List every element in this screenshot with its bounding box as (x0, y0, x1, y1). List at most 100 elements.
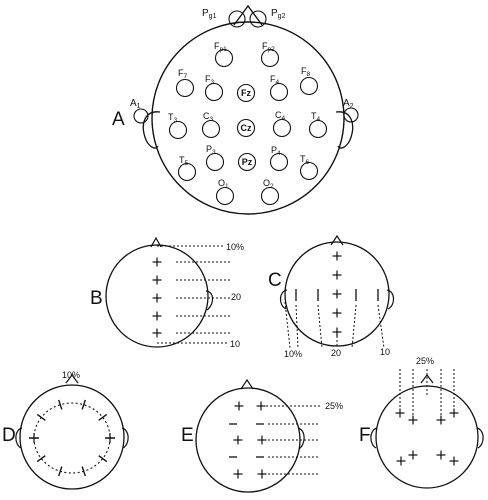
label-b-mid: 20 (231, 292, 241, 302)
nose-b (150, 236, 162, 248)
e-plus-3 (233, 435, 243, 445)
b-plus-1 (152, 257, 162, 267)
panel-label-a: A (112, 109, 125, 130)
e-markers (229, 401, 322, 479)
f-plus-2 (408, 415, 418, 425)
head-outline (151, 21, 345, 215)
electrode-p3 (205, 152, 225, 172)
head-outline-b (105, 244, 209, 348)
electrode-fp1 (214, 48, 234, 68)
electrode-t5 (177, 162, 197, 182)
label-cz: Cz (241, 123, 252, 133)
label-f4: F4 (270, 74, 280, 86)
label-f7: F7 (178, 68, 188, 80)
label-b-bottom: 10 (230, 339, 240, 349)
b-plus-3 (152, 293, 162, 303)
c-line-4 (351, 304, 357, 349)
label-pg2: Pg2 (271, 8, 286, 20)
f-plus-8 (449, 456, 459, 466)
panel-label-d: D (2, 425, 16, 446)
label-c-right: 10 (380, 347, 390, 357)
panel-f: F 25% (359, 356, 484, 489)
d-tick-9 (36, 413, 46, 421)
label-t5: T5 (179, 155, 189, 167)
c-plus-2 (332, 270, 342, 280)
nose-c (330, 234, 344, 246)
head-outline-d (19, 384, 125, 490)
electrode-pg2 (249, 10, 267, 28)
f-markers (395, 369, 459, 466)
electrode-t3 (168, 120, 188, 140)
d-tick-4 (98, 455, 108, 463)
label-b-top: 10% (226, 242, 244, 252)
label-fp1: Fp1 (214, 41, 227, 53)
label-d-top: 10% (62, 370, 80, 380)
panel-label-b: B (90, 288, 103, 309)
b-plus-4 (152, 311, 162, 321)
ear-f-left (370, 427, 378, 449)
panel-d: D 10% (2, 370, 129, 490)
label-t6: T6 (300, 154, 310, 166)
c-line-3 (317, 304, 323, 349)
label-fz: Fz (241, 88, 251, 98)
f-plus-1 (395, 408, 405, 418)
electrode-p4 (269, 152, 289, 172)
electrode-c3 (201, 119, 221, 139)
head-outline-f (375, 385, 479, 489)
e-plus-6 (257, 469, 267, 479)
label-pg1: Pg1 (202, 8, 217, 20)
d-tick-10 (58, 399, 63, 410)
f-plus-4 (449, 408, 459, 418)
electrode-o2 (260, 186, 280, 206)
f-plus-6 (408, 450, 418, 460)
ear-e (297, 427, 305, 450)
nose-e (240, 378, 254, 390)
electrode-f4 (269, 82, 289, 102)
label-e-right: 25% (325, 401, 343, 411)
label-o2: O2 (263, 178, 274, 190)
electrode-pg1 (228, 10, 246, 28)
label-pz: Pz (242, 157, 253, 167)
nose (233, 4, 263, 26)
electrode-fp2 (260, 48, 280, 68)
e-plus-5 (233, 469, 243, 479)
panel-c: C 10% 20 10 (268, 234, 395, 359)
f-plus-7 (436, 450, 446, 460)
nose-d (65, 374, 79, 384)
electrode-c4 (272, 118, 292, 138)
label-c-left: 10% (284, 349, 302, 359)
d-plus-left (29, 433, 39, 443)
b-plus-5 (152, 328, 162, 338)
label-t3: T3 (168, 112, 178, 124)
electrode-fz (236, 83, 256, 103)
label-fp2: Fp2 (262, 41, 275, 53)
d-tick-6 (58, 466, 63, 477)
label-c3: C3 (203, 111, 214, 123)
d-tick-7 (36, 455, 46, 463)
electrode-a1 (133, 108, 149, 124)
label-f-top: 25% (416, 356, 434, 366)
panel-e: E 25% (181, 378, 343, 493)
e-plus-4 (257, 435, 267, 445)
left-ear (142, 111, 161, 149)
label-c4: C4 (275, 110, 286, 122)
b-plus-2 (152, 275, 162, 285)
electrode-pz (237, 152, 257, 172)
d-tick-5 (81, 466, 86, 477)
b-markers (152, 245, 230, 344)
c-plus-4 (332, 308, 342, 318)
right-ear (335, 111, 354, 149)
f-plus-3 (436, 415, 446, 425)
f-plus-5 (396, 456, 406, 466)
c-plus-3 (332, 289, 342, 299)
label-f8: F8 (301, 66, 311, 78)
label-f3: F3 (205, 74, 215, 86)
electrode-t4 (308, 119, 328, 139)
electrode-f3 (204, 82, 224, 102)
panel-label-c: C (268, 270, 282, 291)
d-tick-2 (98, 413, 108, 421)
electrode-f8 (299, 76, 319, 96)
panel-label-e: E (181, 425, 194, 446)
